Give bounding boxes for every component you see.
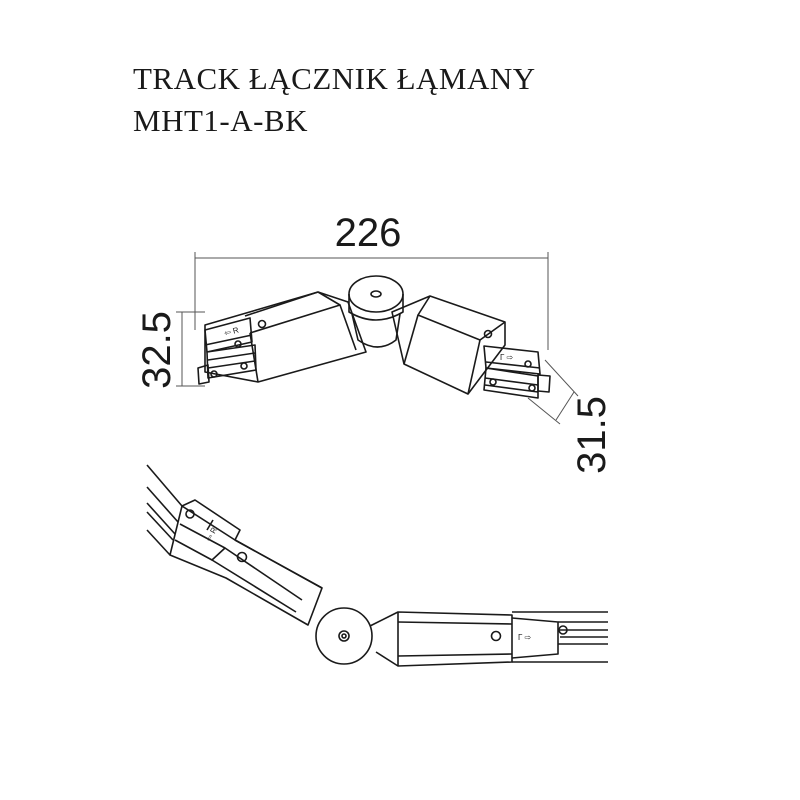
right-plug-tab <box>537 374 551 393</box>
right-plug-plate <box>511 617 559 659</box>
product-code: MHT1-A-BK <box>133 103 308 138</box>
left-track-rail <box>146 464 183 556</box>
dimension-label-height-right: 31.5 <box>570 396 614 474</box>
hinge-side <box>348 275 404 348</box>
left-arrow-marking: ⇦ R <box>223 325 240 338</box>
hinge-top <box>348 275 404 313</box>
hinge-plan <box>315 607 373 665</box>
right-plug-body <box>483 367 539 399</box>
dimension-length <box>194 252 549 350</box>
left-body-outline <box>169 505 323 626</box>
left-arm-plan <box>169 499 323 626</box>
hinge-center-pin <box>338 630 350 642</box>
hinge-lower-body <box>351 313 401 348</box>
product-title: TRACK ŁĄCZNIK ŁĄMANY <box>133 61 536 96</box>
hinge-disc <box>315 607 373 665</box>
left-plan-screw-2 <box>236 551 248 563</box>
left-arm-screw <box>257 319 267 329</box>
left-arm-outline <box>204 291 367 383</box>
right-track-rail <box>512 611 608 663</box>
dimension-label-height-left: 32.5 <box>135 311 179 389</box>
left-arm-side <box>197 291 367 385</box>
left-plan-screw-1 <box>185 509 195 519</box>
dimension-label-length: 226 <box>335 211 402 255</box>
title-block: TRACK ŁĄCZNIK ŁĄMANY MHT1-A-BK <box>133 58 536 142</box>
right-plan-screw-1 <box>490 630 502 642</box>
extension-line-top-right <box>544 359 579 397</box>
dimension-line-height-right <box>555 391 575 421</box>
hinge-pin <box>370 290 382 298</box>
hinge-upper-body <box>348 294 404 321</box>
plan-right-arrow-marking: Γ ⇨ <box>518 633 532 642</box>
dimension-height-left <box>176 311 205 387</box>
left-plug-plate <box>181 499 241 541</box>
right-arrow-marking: Γ ⇨ <box>500 353 514 362</box>
right-plug-head <box>483 345 541 375</box>
right-arm-screw <box>483 329 493 339</box>
right-arm-side <box>391 295 551 399</box>
right-body-outline <box>369 611 513 667</box>
side-view: 226 32.5 31.5 <box>135 211 614 474</box>
dimension-height-right <box>527 359 579 425</box>
left-plug-tab <box>197 364 210 385</box>
plan-view: ⇦ R Γ ⇨ <box>146 464 608 667</box>
extension-line-bottom-right <box>527 397 561 425</box>
right-arm-plan <box>369 611 568 667</box>
